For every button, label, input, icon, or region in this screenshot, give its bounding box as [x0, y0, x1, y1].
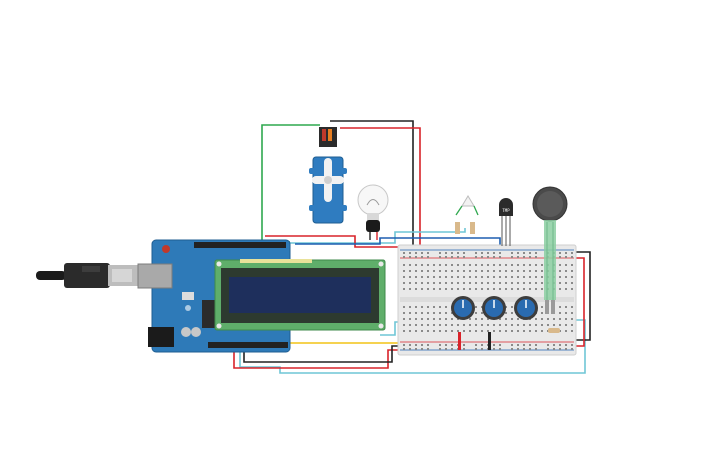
wire-black-bottom	[243, 340, 400, 363]
photodiode[interactable]	[455, 195, 479, 234]
lcd-pin-header	[240, 259, 312, 263]
wire-blue-1	[295, 237, 501, 245]
reset-button[interactable]	[162, 245, 170, 253]
potentiometers	[451, 296, 538, 320]
microcontroller-chip	[202, 300, 216, 328]
power-jack	[148, 327, 174, 347]
potentiometer-1[interactable]	[451, 296, 475, 320]
force-sensor[interactable]	[532, 186, 568, 314]
power-header	[208, 342, 288, 348]
usb-cable[interactable]	[36, 263, 138, 288]
wire-red-servo	[340, 127, 421, 250]
wire-cyan-1	[260, 228, 466, 244]
wire-red-top	[265, 235, 420, 248]
potentiometer-3[interactable]	[514, 296, 538, 320]
wire-black-servo	[330, 120, 414, 245]
servo-motor[interactable]	[309, 127, 347, 224]
potentiometer-2[interactable]	[482, 296, 506, 320]
servo-horn[interactable]	[312, 158, 344, 202]
temperature-sensor[interactable]: TMP	[499, 198, 513, 246]
wire-red-right	[570, 257, 585, 347]
light-bulb[interactable]	[357, 184, 389, 240]
temp-sensor-label: TMP	[502, 208, 510, 213]
usb-jack	[137, 263, 173, 289]
wire-green-servo	[261, 124, 320, 243]
wire-black-right	[568, 251, 591, 341]
digital-header	[194, 242, 286, 248]
resistors	[458, 328, 560, 350]
wires	[219, 120, 591, 374]
lcd-screen	[229, 277, 371, 313]
lcd-display[interactable]	[214, 259, 386, 331]
